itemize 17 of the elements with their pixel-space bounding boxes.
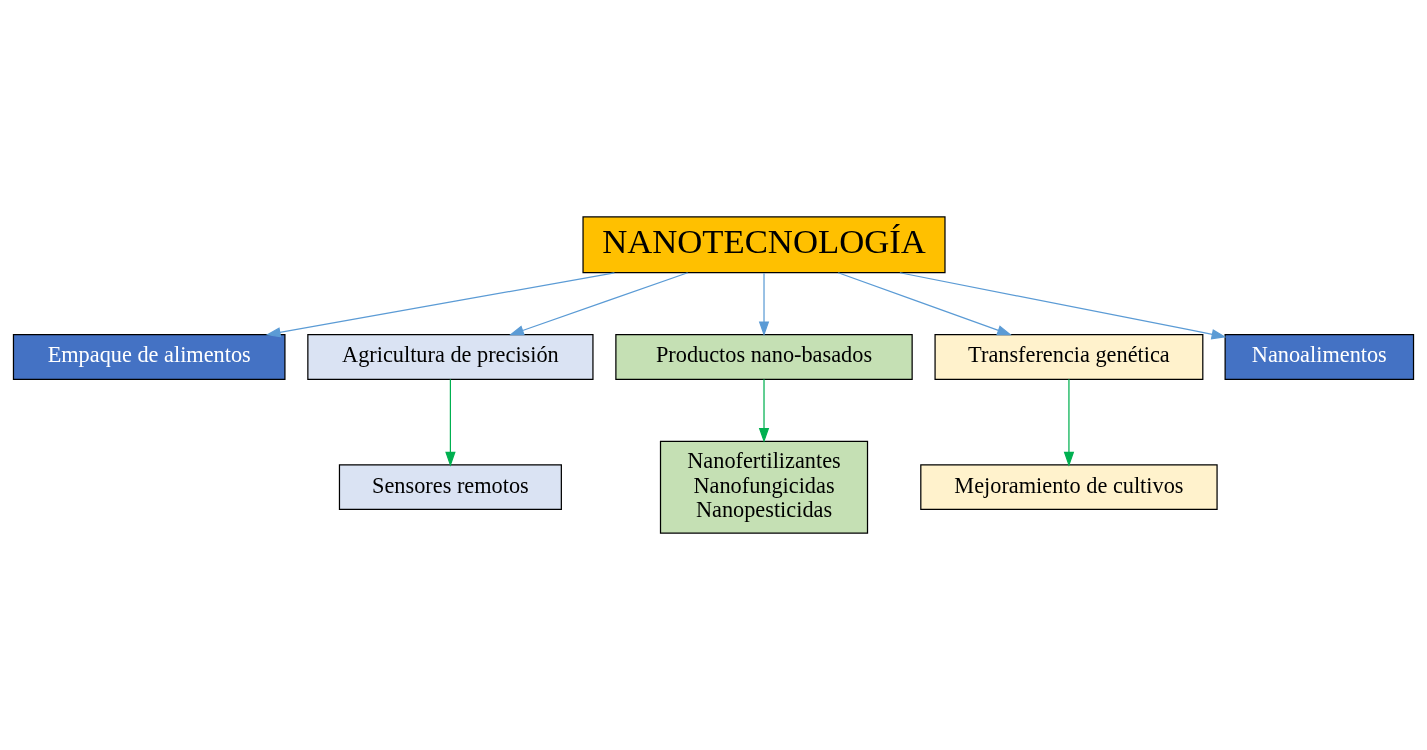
node-box: Productos nano-basados bbox=[615, 334, 913, 380]
arrow bbox=[509, 272, 689, 336]
node-box: NANOTECNOLOGÍA bbox=[582, 216, 946, 274]
node-box: Mejoramiento de cultivos bbox=[920, 464, 1218, 511]
arrow bbox=[1063, 378, 1075, 467]
node-box: Nanoalimentos bbox=[1224, 334, 1415, 380]
node-box: Nanofertilizantes Nanofungicidas Nanopesticidas bbox=[659, 440, 869, 534]
arrow bbox=[265, 272, 615, 338]
node-box: Empaque de alimentos bbox=[12, 334, 286, 380]
arrow bbox=[758, 378, 770, 443]
arrow bbox=[899, 272, 1227, 340]
arrow bbox=[837, 272, 1012, 336]
node-box: Sensores remotos bbox=[338, 464, 562, 511]
node-box: Agricultura de precisión bbox=[307, 334, 594, 380]
arrow bbox=[758, 272, 770, 337]
node-box: Transferencia genética bbox=[934, 334, 1204, 380]
arrow bbox=[445, 378, 456, 467]
